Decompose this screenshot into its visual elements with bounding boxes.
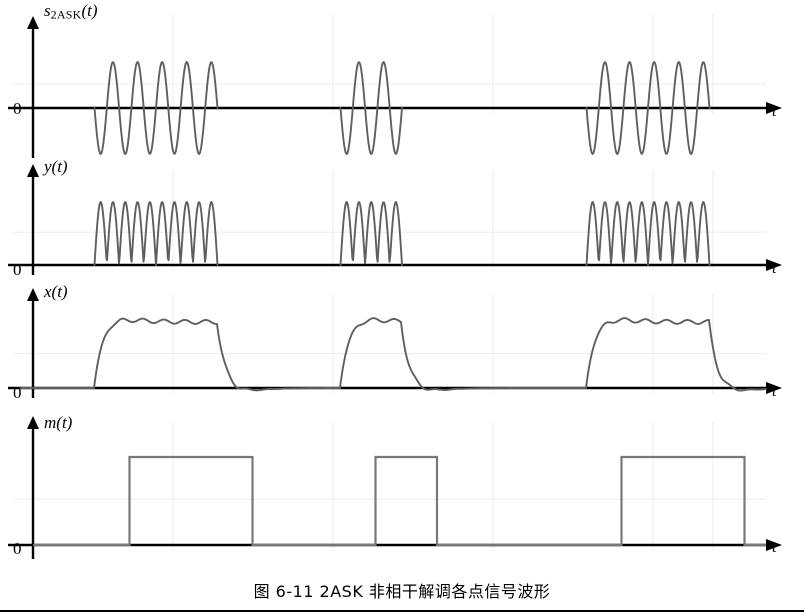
time-label-s2ask: t xyxy=(772,103,777,120)
zero-label-s2ask: 0 xyxy=(13,99,22,118)
signal-label-m-arg: (t) xyxy=(56,413,73,432)
amplitude-axis-arrow-y xyxy=(27,164,39,177)
zero-label-m: 0 xyxy=(13,539,22,558)
signal-label-s2ask-main: s xyxy=(44,1,51,20)
signal-traces xyxy=(20,61,767,547)
signal-label-x: x(t) xyxy=(44,283,68,300)
time-axis-arrow-m xyxy=(766,539,782,551)
signal-label-y: y(t) xyxy=(44,158,68,175)
signal-label-s2ask: s2ASK(t) xyxy=(44,2,97,21)
zero-label-x: 0 xyxy=(13,383,22,402)
signal-label-y-main: y xyxy=(44,157,52,176)
amplitude-axis-arrow-m xyxy=(27,416,39,429)
signal-label-s2ask-arg: (t) xyxy=(81,1,98,20)
signal-label-m: m(t) xyxy=(44,414,72,431)
trace-s2ask xyxy=(93,61,711,155)
time-label-x: t xyxy=(772,383,777,400)
figure-caption: 图 6-11 2ASK 非相干解调各点信号波形 xyxy=(253,582,551,601)
trace-y xyxy=(93,201,711,266)
trace-x xyxy=(20,317,767,392)
signal-label-x-arg: (t) xyxy=(51,282,68,301)
grid-lines xyxy=(13,14,766,551)
amplitude-axis-arrow-s2ask xyxy=(27,16,39,29)
zero-label-y: 0 xyxy=(13,260,22,279)
time-axis-arrow-s2ask xyxy=(766,102,782,114)
signal-label-s2ask-sub: 2ASK xyxy=(50,7,82,22)
signal-label-x-main: x xyxy=(44,282,52,301)
signal-label-y-arg: (t) xyxy=(51,157,68,176)
time-label-m: t xyxy=(772,539,777,556)
trace-m xyxy=(33,455,766,547)
time-axis-arrow-y xyxy=(766,259,782,271)
amplitude-axis-arrow-x xyxy=(27,288,39,301)
caption-separator-rule xyxy=(0,610,804,612)
axes-group xyxy=(8,16,782,559)
time-label-y: t xyxy=(772,260,777,277)
time-axis-arrow-x xyxy=(766,382,782,394)
signal-label-m-main: m xyxy=(44,413,57,432)
